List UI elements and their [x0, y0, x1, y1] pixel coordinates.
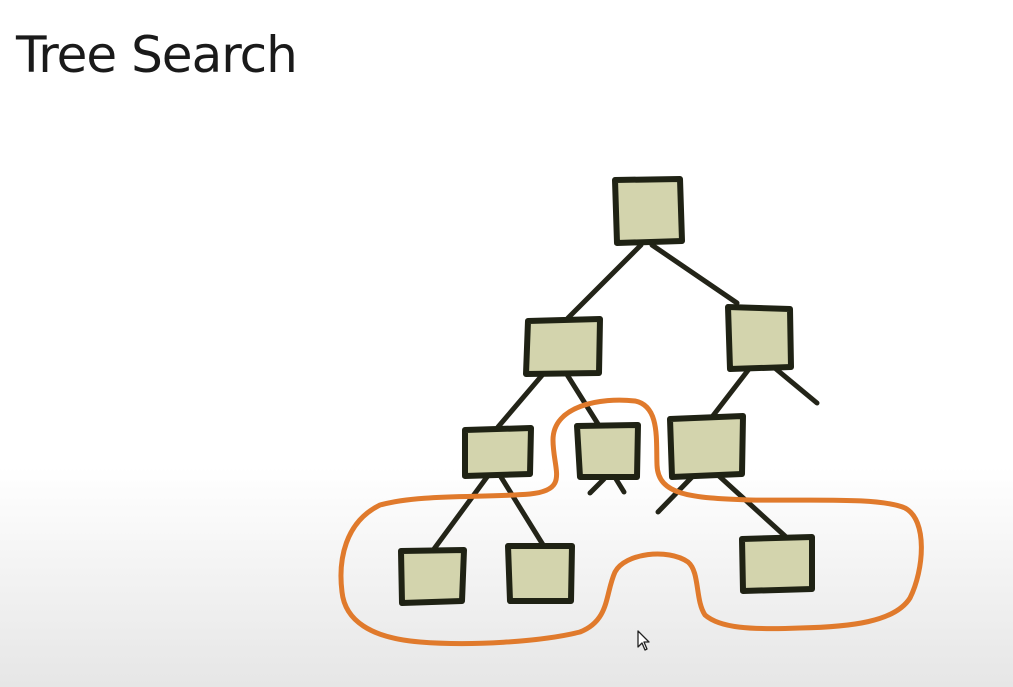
slide-title: Tree Search	[16, 26, 298, 84]
node-root	[612, 176, 685, 246]
edge-right-c	[709, 366, 752, 420]
edge-b-stub-2	[613, 476, 627, 495]
node-l3-a	[398, 547, 467, 606]
edge-left-a	[495, 370, 547, 430]
frontier-outline	[338, 397, 924, 647]
tree-edges	[431, 242, 820, 552]
edge-root-right	[649, 242, 740, 306]
node-l3-b	[505, 543, 575, 604]
node-l2-b	[574, 422, 641, 480]
node-l2-c	[667, 413, 746, 480]
edge-a-l3a	[431, 474, 490, 552]
tree-nodes	[398, 176, 815, 606]
node-l1-right	[725, 304, 794, 372]
node-l1-left	[523, 316, 603, 377]
edge-root-left	[565, 242, 644, 321]
node-l2-a	[462, 425, 534, 479]
node-l3-c	[739, 534, 815, 594]
edge-b-stub-1	[587, 476, 607, 496]
edge-a-l3b	[498, 474, 548, 551]
edge-c-l3c	[716, 473, 788, 539]
edge-left-b	[563, 370, 601, 427]
mouse-pointer-icon	[637, 630, 650, 651]
edge-right-stub	[773, 366, 820, 406]
edge-c-stub	[655, 473, 696, 515]
